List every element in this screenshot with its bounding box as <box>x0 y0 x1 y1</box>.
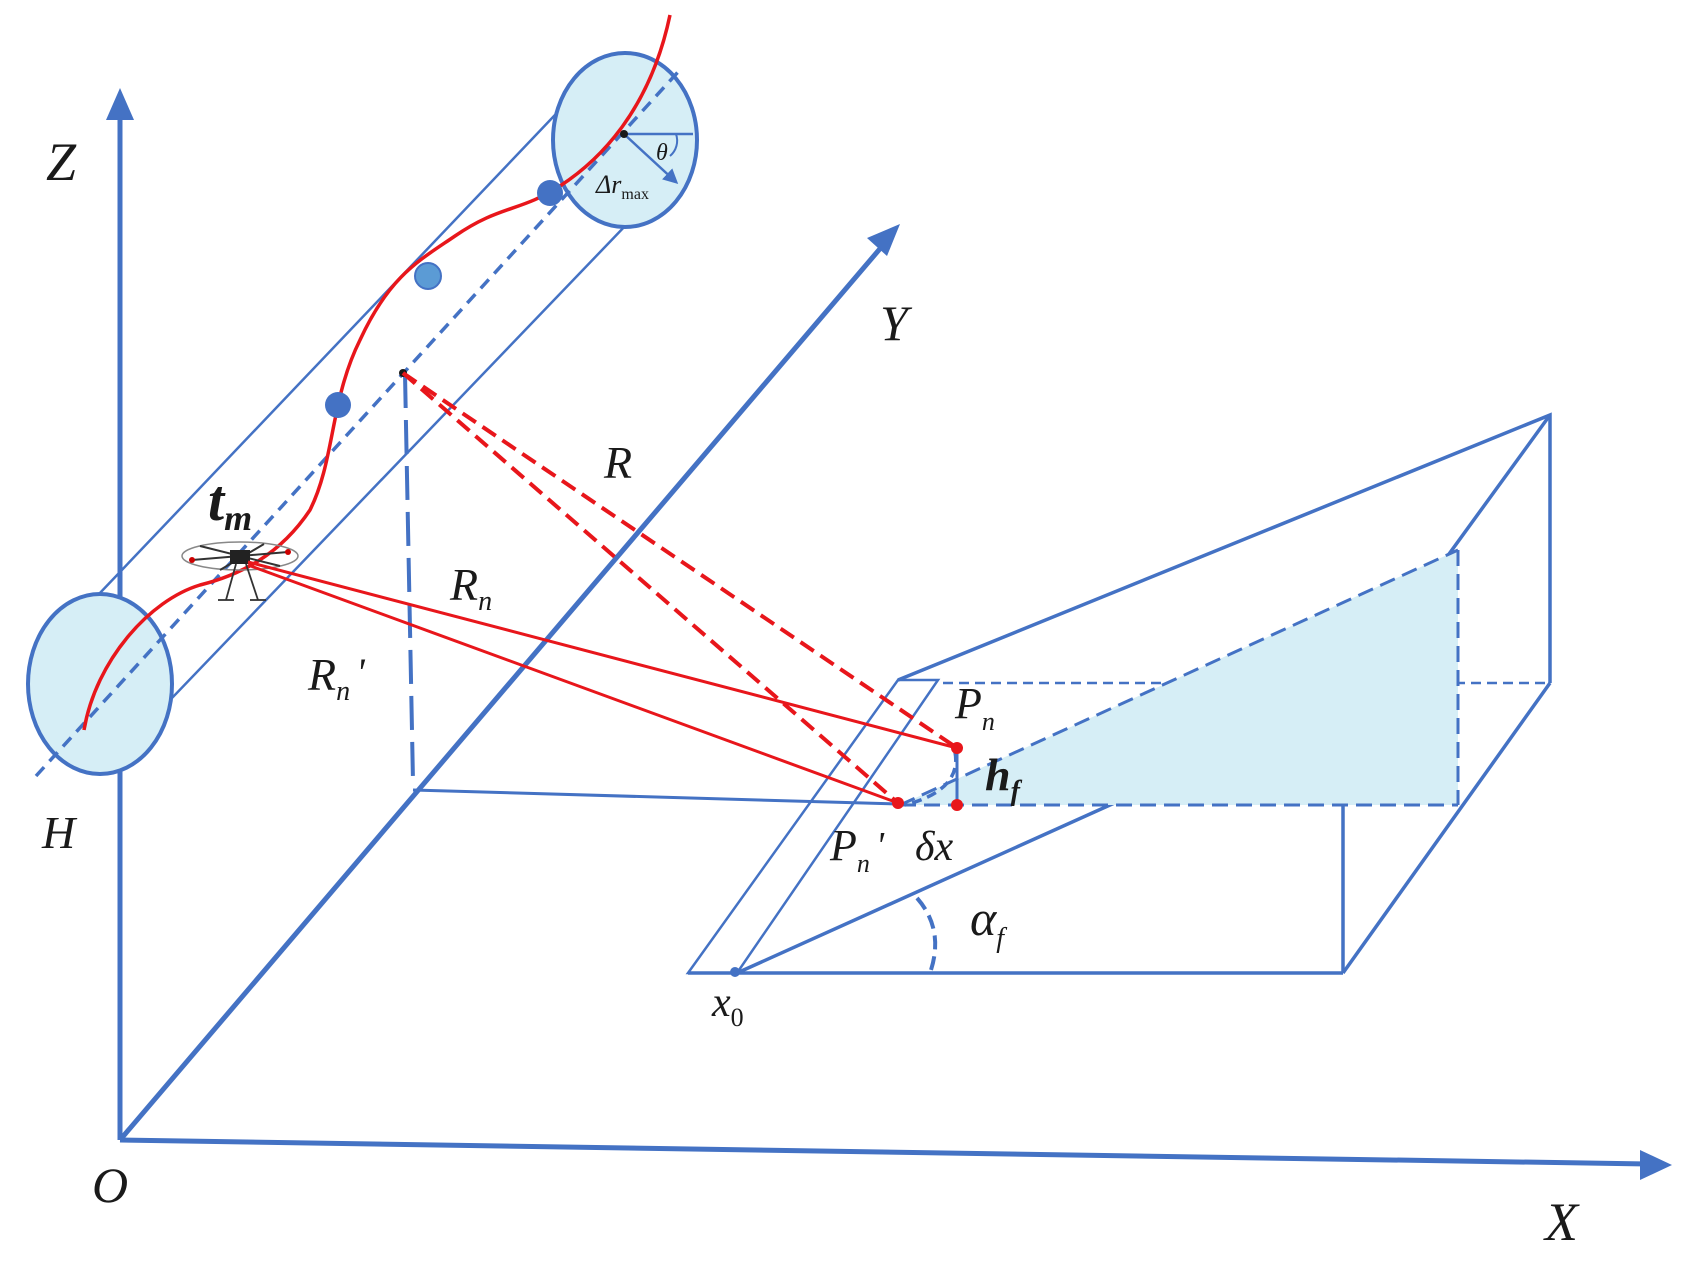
pn-prime-point <box>892 797 904 809</box>
drone-leg <box>245 563 259 601</box>
box-right-lower-edge <box>1341 681 1552 975</box>
pn-point <box>951 742 963 754</box>
y-axis-arrowhead <box>867 224 900 256</box>
alpha-label: αf <box>970 890 1007 954</box>
drone-body <box>230 550 250 564</box>
drone-motor <box>285 549 291 555</box>
x0-label-main: x <box>711 980 731 1026</box>
pn-prime-label: Pn' <box>829 821 885 878</box>
x0-point <box>730 967 740 977</box>
x0-label-sub: 0 <box>731 1003 744 1032</box>
r-dashed-line-upper <box>401 371 959 750</box>
flight-trajectory <box>82 14 672 731</box>
z-axis-arrowhead <box>106 88 134 120</box>
origin-label: O <box>92 1157 128 1213</box>
slope-dashed-upper <box>899 548 1459 807</box>
rn-label: Rn <box>449 559 492 617</box>
waypoint-2 <box>414 262 442 290</box>
cylinder-end-ellipse-far <box>551 51 699 229</box>
x-axis-label: X <box>1543 1192 1580 1252</box>
z-axis-label: Z <box>46 132 77 192</box>
pn-prime-label-main: P <box>829 821 857 870</box>
rn-prime-label-main: R <box>307 649 336 700</box>
cylinder-end-ellipse-near <box>26 592 174 776</box>
r-label: R <box>603 437 632 488</box>
pn-label-sub: n <box>982 707 995 736</box>
drone-leg <box>225 563 237 601</box>
x-axis-arrowhead <box>1640 1150 1672 1180</box>
pn-prime-label-mark: ' <box>876 825 885 867</box>
rn-prime-label: Rn' <box>307 649 366 707</box>
alpha-label-main: α <box>970 890 998 946</box>
tm-label-main: t <box>208 468 226 533</box>
box-left-face <box>685 678 941 975</box>
h-label: H <box>41 807 78 858</box>
tm-label-sub: m <box>224 498 252 538</box>
delta-x-point <box>951 799 963 811</box>
rn-line <box>247 560 958 750</box>
pn-curve-dashed <box>904 751 958 807</box>
flight-corridor-cylinder <box>26 51 699 778</box>
vertical-projection-dashed <box>403 373 415 783</box>
theta-label: θ <box>656 140 668 166</box>
pn-label-main: P <box>954 679 982 728</box>
drone-rotor-ring <box>181 541 299 571</box>
theta-arc <box>669 133 679 157</box>
alpha-label-sub: f <box>996 923 1007 954</box>
pn-prime-label-sub: n <box>857 849 870 878</box>
tm-label: tm <box>208 468 252 538</box>
rn-label-main: R <box>449 559 478 610</box>
pn-label: Pn <box>954 679 995 736</box>
rn-prime-label-mark: ' <box>356 650 366 695</box>
y-axis <box>118 242 886 1142</box>
waypoint-3 <box>537 180 563 206</box>
drone-motor <box>189 557 195 563</box>
rn-prime-line <box>247 563 899 805</box>
cylinder-top-edge <box>98 53 614 595</box>
drone-icon <box>181 541 299 601</box>
alpha-angle-arc <box>915 896 938 974</box>
hf-label-main: h <box>985 749 1011 800</box>
range-lines <box>247 371 963 811</box>
delta-r-label-sub: max <box>621 186 649 203</box>
r-dashed-line-lower <box>401 371 900 805</box>
waypoint-1 <box>325 392 351 418</box>
far-center-point <box>620 130 628 138</box>
delta-r-label-main: Δr <box>595 170 622 199</box>
delta-r-label: Δrmax <box>595 170 649 203</box>
x-axis <box>119 1137 1649 1167</box>
y-axis-label: Y <box>880 295 913 351</box>
delta-r-radius-line <box>623 133 679 185</box>
slope-box <box>685 412 1552 977</box>
hf-label: hf <box>985 749 1023 807</box>
ground-projection-line <box>412 788 899 806</box>
delta-x-label: δx <box>915 824 954 870</box>
cylinder-bottom-edge <box>99 223 628 774</box>
hf-label-sub: f <box>1011 776 1023 807</box>
x0-label: x0 <box>711 980 744 1032</box>
rn-prime-label-sub: n <box>336 676 350 707</box>
rn-label-sub: n <box>478 586 492 617</box>
